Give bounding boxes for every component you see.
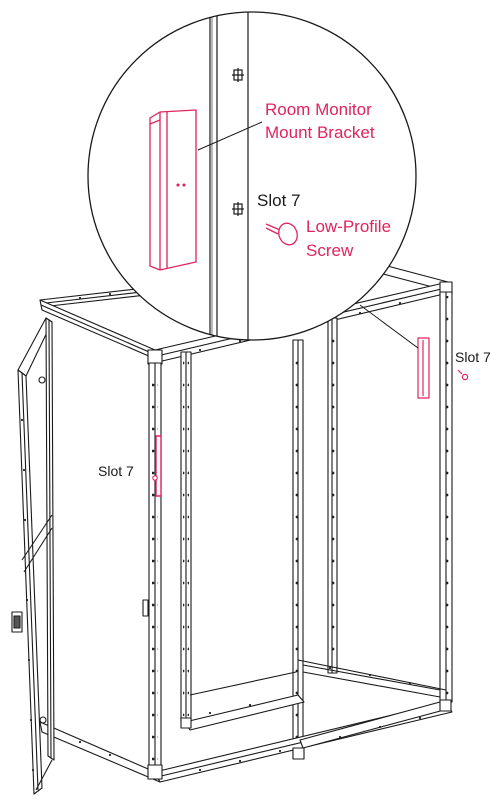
detail-slot-upper-icon xyxy=(232,68,244,82)
bracket-label-line2: Mount Bracket xyxy=(265,123,375,142)
detail-magnifier xyxy=(87,11,417,341)
post-middle-left xyxy=(180,351,192,723)
corner-block-front-left xyxy=(147,349,163,365)
corner-block-bottom-right xyxy=(439,699,452,712)
screw-left-icon xyxy=(152,475,158,481)
screw-label-line1: Low-Profile xyxy=(306,217,391,236)
post-front-right xyxy=(439,291,453,703)
corner-block-bottom-back xyxy=(180,717,192,729)
corner-block-bottom-front-left xyxy=(147,764,163,780)
post-latch xyxy=(142,599,149,617)
screw-label-line2: Screw xyxy=(306,241,354,260)
corner-block-bottom-middle xyxy=(292,747,305,760)
slot-right-label: Slot 7 xyxy=(455,349,491,365)
post-middle-back xyxy=(327,317,338,674)
detail-slot-label: Slot 7 xyxy=(257,191,300,210)
detail-low-profile-screw-icon xyxy=(265,222,298,246)
detail-mount-bracket xyxy=(149,109,197,271)
detail-slot-7-icon xyxy=(232,202,244,216)
screw-right-icon xyxy=(461,373,469,381)
installed-bracket-right xyxy=(417,337,430,399)
bracket-leader xyxy=(197,121,263,151)
bracket-label-line1: Room Monitor xyxy=(265,100,372,119)
installed-bracket-left xyxy=(155,435,162,497)
rack-door xyxy=(11,317,55,795)
labels: Room Monitor Mount Bracket Slot 7 Low-Pr… xyxy=(98,100,491,479)
post-front-left xyxy=(148,362,162,774)
rack-frame xyxy=(11,261,469,795)
magnifier-leader xyxy=(359,304,419,349)
bottom-frame xyxy=(39,659,453,783)
slot-left-label: Slot 7 xyxy=(98,463,134,479)
